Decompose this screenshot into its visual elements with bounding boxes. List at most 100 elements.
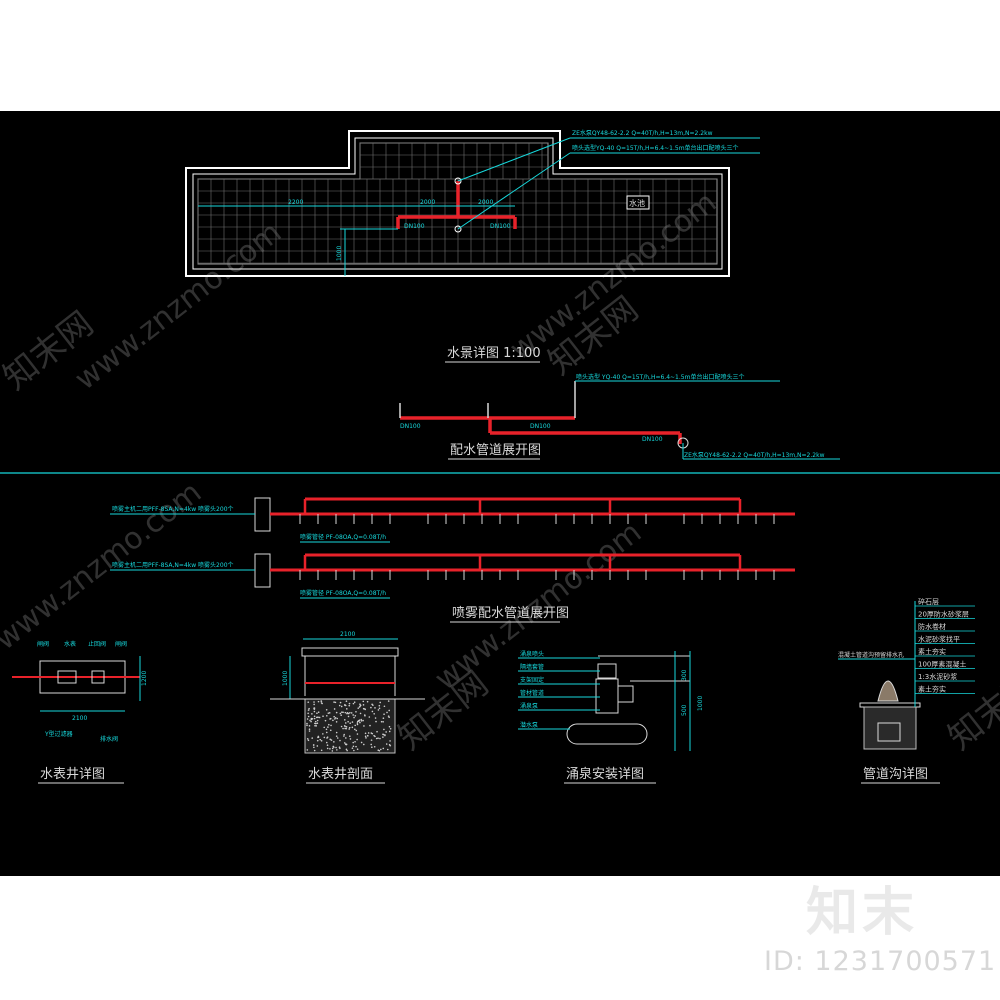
gravel-dot <box>317 716 319 719</box>
pipe-dim: DN100 <box>642 436 663 443</box>
gravel-dot <box>339 739 341 742</box>
gravel-dot <box>331 747 334 750</box>
gravel-dot <box>352 741 354 744</box>
gravel-dot <box>341 711 343 713</box>
gravel-dot <box>355 745 357 748</box>
gravel-dot <box>316 719 319 722</box>
gravel-dot <box>329 748 331 750</box>
gravel-dot <box>320 700 323 702</box>
gravel-dot <box>306 722 308 725</box>
gravel-dot <box>382 747 385 750</box>
pipe-dim: DN100 <box>400 423 421 430</box>
gravel-dot <box>345 708 348 710</box>
gravel-dot <box>310 720 312 723</box>
plan-dim: 2200 <box>288 199 303 206</box>
gravel-dot <box>347 720 349 723</box>
plan-dim: 2000 <box>478 199 493 206</box>
detail-label: 隔墙套管 <box>520 663 544 671</box>
gravel-dot <box>334 701 337 704</box>
gravel-dot <box>377 737 379 739</box>
pipe-dim: DN100 <box>530 423 551 430</box>
gravel-dot <box>389 744 392 747</box>
detail-label: 闸阀 <box>115 640 127 648</box>
gravel-dot <box>343 735 345 737</box>
gravel-dot <box>376 730 378 733</box>
detail-label: 闸阀 <box>37 640 49 648</box>
gravel-dot <box>339 701 342 704</box>
detail-label: 排水阀 <box>100 735 118 743</box>
gravel-dot <box>333 708 336 710</box>
gravel-dot <box>329 717 332 720</box>
gravel-dot <box>329 729 332 732</box>
gravel-dot <box>306 718 309 720</box>
trench-label-stack: 碎石层20厚防水砂浆层防水卷材水泥砂浆找平素土夯实100厚素混凝土1:3水泥砂浆… <box>915 597 975 694</box>
gravel-dot <box>370 739 373 741</box>
gravel-dot <box>314 722 316 725</box>
gravel-dot <box>345 700 348 702</box>
gravel-dot <box>362 707 365 710</box>
gravel-dot <box>343 724 346 727</box>
gravel-dot <box>307 701 310 703</box>
gravel-dot <box>338 704 341 707</box>
gravel-dot <box>327 712 330 714</box>
gravel-dot <box>308 725 311 727</box>
detail-label: 水表 <box>64 640 76 648</box>
gravel-dot <box>377 709 380 711</box>
gravel-dot <box>382 733 384 736</box>
spray-left-label: 喷雾主机二用PFF-8SA,N=4kw 喷雾头200个 <box>112 505 234 513</box>
gravel-dot <box>351 721 354 723</box>
gravel-dot <box>308 707 310 710</box>
detail-spring-install: 涌泉喷头 隔墙套管 支架固定 管材管道 涌泉泵 潜水泵 300 500 1000… <box>518 650 704 784</box>
gravel-dot <box>320 739 323 742</box>
gravel-dot <box>312 744 315 746</box>
gravel-dot <box>364 714 366 717</box>
detail-label: 管材管道 <box>520 689 544 697</box>
gravel-dot <box>330 724 332 727</box>
trench-label: 100厚素混凝土 <box>918 660 966 669</box>
gravel-dot <box>336 749 338 751</box>
plan-box-label: 水池 <box>629 198 645 208</box>
gravel-dot <box>344 704 346 707</box>
detail-dim: 500 <box>681 704 688 716</box>
gravel-dot <box>313 715 316 718</box>
gravel-dot <box>368 716 371 718</box>
detail-title: 水表井详图 <box>40 767 105 782</box>
gravel-dot <box>326 744 329 747</box>
gravel-dot <box>374 707 376 709</box>
detail-title: 涌泉安装详图 <box>566 766 644 782</box>
detail-dim: 1000 <box>697 696 704 711</box>
gravel-dot <box>362 743 365 746</box>
detail-dim: 1000 <box>282 671 289 686</box>
gravel-dot <box>352 714 354 716</box>
gravel-dot <box>374 717 377 719</box>
gravel-dot <box>385 731 387 733</box>
gravel-dot <box>365 737 367 739</box>
gravel-dot <box>340 714 342 716</box>
gravel-dot <box>325 741 328 744</box>
gravel-dot <box>331 750 334 752</box>
gravel-dot <box>319 738 322 741</box>
spray-bottom-label: 喷雾管径 PF-08OA,Q=0.08T/h <box>300 589 386 597</box>
gravel-dot <box>323 726 326 729</box>
detail-dim: 300 <box>681 669 688 681</box>
gravel-dot <box>329 738 332 741</box>
gravel-dot <box>360 718 363 721</box>
detail-label: 止回阀 <box>88 640 106 648</box>
gravel-dot <box>348 728 350 730</box>
gravel-dot <box>338 746 341 748</box>
gravel-dot <box>328 723 330 726</box>
gravel-dot <box>347 712 350 715</box>
gravel-dot <box>382 717 385 720</box>
gravel-dot <box>317 700 320 703</box>
gravel-dot <box>352 702 355 705</box>
trench-label: 20厚防水砂浆层 <box>918 610 969 619</box>
gravel-dot <box>370 743 372 746</box>
gravel-dot <box>309 719 311 722</box>
gravel-dot <box>383 705 386 708</box>
gravel-dot <box>387 715 390 717</box>
gravel-dot <box>355 710 357 713</box>
gravel-dot <box>333 701 335 703</box>
gravel-dot <box>375 737 378 740</box>
detail-label: 涌泉喷头 <box>520 650 544 658</box>
gravel-dot <box>315 716 318 719</box>
